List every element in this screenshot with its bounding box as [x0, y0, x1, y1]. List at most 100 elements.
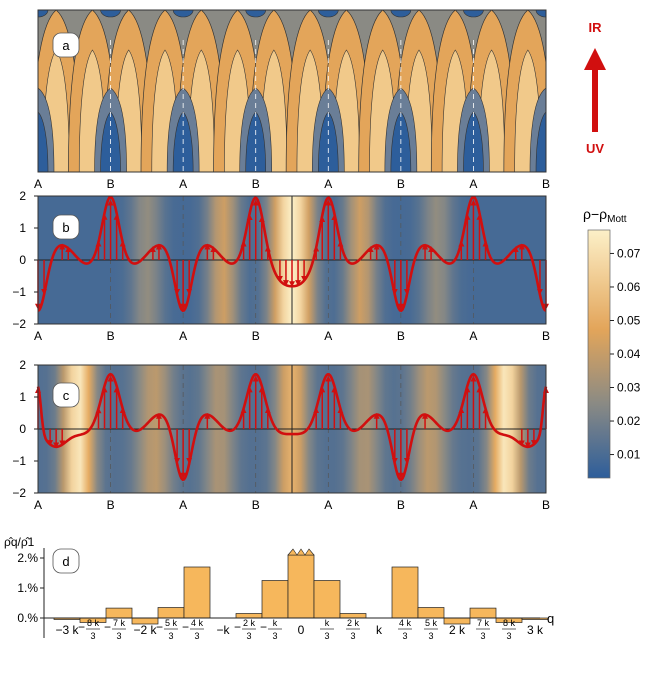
d-y-tick-label: 2.%	[17, 551, 38, 565]
panel-d-label: d	[62, 554, 69, 569]
b-x-label: A	[34, 329, 42, 343]
colorbar-label: ρ−ρMott	[583, 206, 627, 225]
d-x-tick-denominator: 3	[402, 631, 407, 641]
a-top-blue	[535, 10, 546, 18]
d-x-tick-numerator: k	[325, 618, 330, 628]
panel-a-contours	[38, 10, 546, 172]
colorbar-gradient	[587, 229, 611, 479]
c-x-label: B	[542, 498, 550, 512]
d-x-tick: 8 k3	[502, 618, 516, 641]
uv-label: UV	[586, 141, 604, 156]
d-x-tick-numerator: 7 k	[477, 618, 490, 628]
d-x-tick-label: −k	[216, 623, 230, 637]
d-x-tick-numerator: 5 k	[425, 618, 438, 628]
d-x-tick-numerator: k	[273, 618, 278, 628]
panel-b-y-ticks: 210−1−2	[12, 189, 38, 331]
colorbar-tick-label: 0.01	[617, 448, 641, 462]
ir-arrow-shaft	[592, 68, 598, 132]
a-top-blue	[38, 10, 49, 18]
panel-b-label-box	[52, 214, 80, 240]
colorbar-label-sub: Mott	[607, 214, 627, 225]
d-bar	[183, 566, 211, 619]
colorbar-tick-label: 0.05	[617, 313, 641, 327]
d-x-tick: −5 k3	[156, 618, 178, 641]
a-x-label: A	[179, 177, 187, 191]
d-bar	[105, 607, 133, 619]
d-x-tick-numerator: 8 k	[503, 618, 516, 628]
d-x-tick: −2 k3	[234, 618, 256, 641]
b-x-label: A	[469, 329, 477, 343]
c-x-label: B	[397, 498, 405, 512]
b-x-label: B	[542, 329, 550, 343]
ir-arrow-head	[584, 48, 606, 70]
d-x-tick-sign: −	[234, 620, 241, 634]
b-y-tick-label: 0	[19, 253, 26, 267]
d-x-tick-denominator: 3	[324, 631, 329, 641]
d-x-tick-denominator: 3	[194, 631, 199, 641]
colorbar-label-main: ρ−ρ	[583, 206, 607, 222]
d-y-tick-label: 1.%	[17, 581, 38, 595]
d-x-tick-denominator: 3	[272, 631, 277, 641]
c-y-tick-label: 0	[19, 422, 26, 436]
d-x-tick-denominator: 3	[428, 631, 433, 641]
panel-c-curve	[36, 372, 548, 482]
panel-c-arrows	[35, 375, 549, 479]
d-bar	[157, 607, 185, 619]
c-y-tick-label: 2	[19, 358, 26, 372]
panel-d-label-box	[52, 548, 80, 574]
d-x-tick: 0	[298, 623, 305, 637]
d-x-tick: k	[376, 623, 383, 637]
d-x-tick: 4 k3	[398, 618, 412, 641]
d-x-tick: 3 k	[527, 623, 544, 637]
a-x-label: B	[107, 177, 115, 191]
d-x-tick-sign: −	[260, 620, 267, 634]
a-x-label: B	[542, 177, 550, 191]
a-x-label: B	[252, 177, 260, 191]
panel-c-label-box	[52, 382, 80, 408]
b-y-tick-label: 1	[19, 221, 26, 235]
d-x-tick: −7 k 3	[104, 618, 126, 641]
d-x-tick-label: −3 k	[55, 623, 79, 637]
b-x-label: A	[324, 329, 332, 343]
panel-d-y-ticks: 2.% 1.% 0.%	[17, 551, 44, 625]
d-x-tick-sign: −	[104, 620, 111, 634]
d-x-tick: 7 k3	[476, 618, 490, 641]
panel-a-frame	[37, 9, 547, 173]
d-x-tick-numerator: 4 k	[191, 618, 204, 628]
a-x-label: A	[469, 177, 477, 191]
d-x-tick: −3 k	[55, 623, 79, 637]
panel-d: ρ̂q/ρ̂1 2.%1.%0.% q −3 k−8 k3−7 k3−2 k−5…	[4, 535, 554, 641]
b-x-label: B	[107, 329, 115, 343]
panel-b-label: b	[62, 220, 69, 235]
d-x-tick-denominator: 3	[116, 631, 121, 641]
c-x-label: A	[34, 498, 42, 512]
colorbar-tick-label: 0.03	[617, 381, 641, 395]
panel-c-label: c	[63, 388, 70, 403]
d-bar	[261, 580, 289, 619]
b-y-tick-label: 2	[19, 189, 26, 203]
panel-c-y-ticks: 210−1−2	[12, 358, 38, 500]
d-x-tick-sign: −	[78, 620, 85, 634]
d-bar	[391, 566, 419, 619]
d-bar-zigzag	[287, 548, 315, 556]
d-x-tick-label: −2 k	[133, 623, 157, 637]
d-x-tick-numerator: 7 k	[113, 618, 126, 628]
b-x-label: B	[252, 329, 260, 343]
colorbar-tick-label: 0.07	[617, 246, 641, 260]
ir-label: IR	[589, 20, 603, 35]
b-y-tick-label: −1	[12, 285, 26, 299]
panel-a-label: a	[62, 38, 70, 53]
d-x-tick-label: 0	[298, 623, 305, 637]
d-x-tick: k3	[320, 618, 334, 641]
d-bar	[469, 607, 497, 619]
d-y-tick-label: 0.%	[17, 611, 38, 625]
d-x-tick-denominator: 3	[506, 631, 511, 641]
colorbar-tick-label: 0.06	[617, 280, 641, 294]
